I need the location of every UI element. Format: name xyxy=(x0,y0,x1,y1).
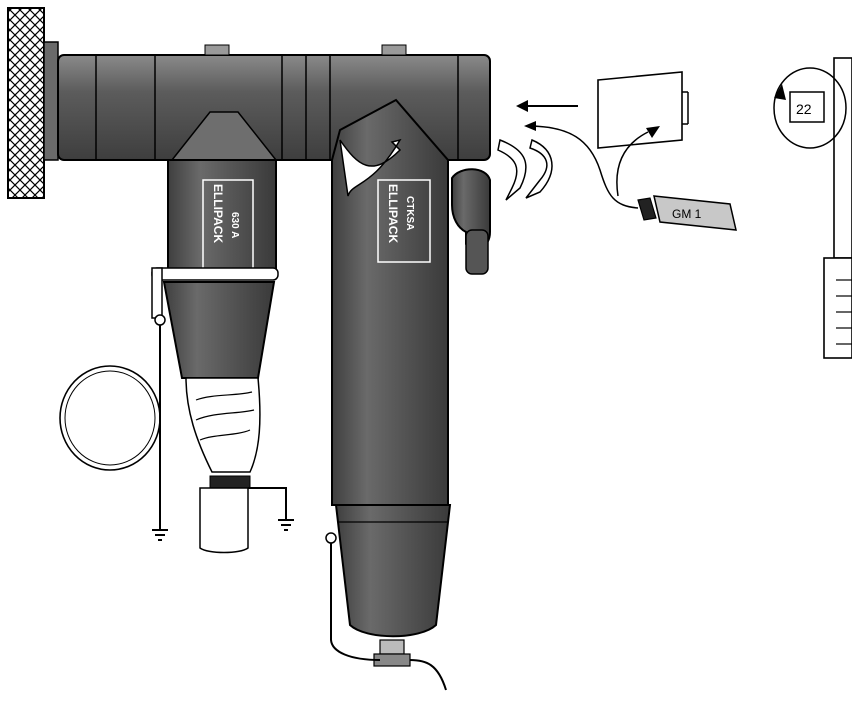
insulating-cap xyxy=(597,71,689,197)
left-cable-termination xyxy=(162,281,276,554)
right-brand-label: ELLIPACK xyxy=(386,184,400,243)
right-rating-label: CTKSA xyxy=(404,196,415,230)
rotation-arrow-right xyxy=(497,138,553,201)
grease-tube-label: GM 1 xyxy=(672,207,702,221)
insulating-plug-handle xyxy=(451,168,491,275)
wall-plate xyxy=(7,7,59,199)
grease-tube: GM 1 xyxy=(637,195,737,231)
right-earth-wire xyxy=(325,532,447,691)
insertion-arrows xyxy=(516,100,639,209)
right-connector-body: ELLIPACK CTKSA xyxy=(331,98,452,667)
earth-wire xyxy=(59,325,294,541)
wrench-size-label: 22 xyxy=(796,101,812,117)
earth-clamp-band xyxy=(151,267,279,326)
left-brand-label: ELLIPACK xyxy=(211,184,225,243)
rotation-arrow-left xyxy=(339,138,402,197)
torque-detail: 22 xyxy=(773,57,852,359)
left-rating-label: 630 A xyxy=(229,212,240,238)
left-connector-body: ELLIPACK 630 A xyxy=(167,111,278,276)
